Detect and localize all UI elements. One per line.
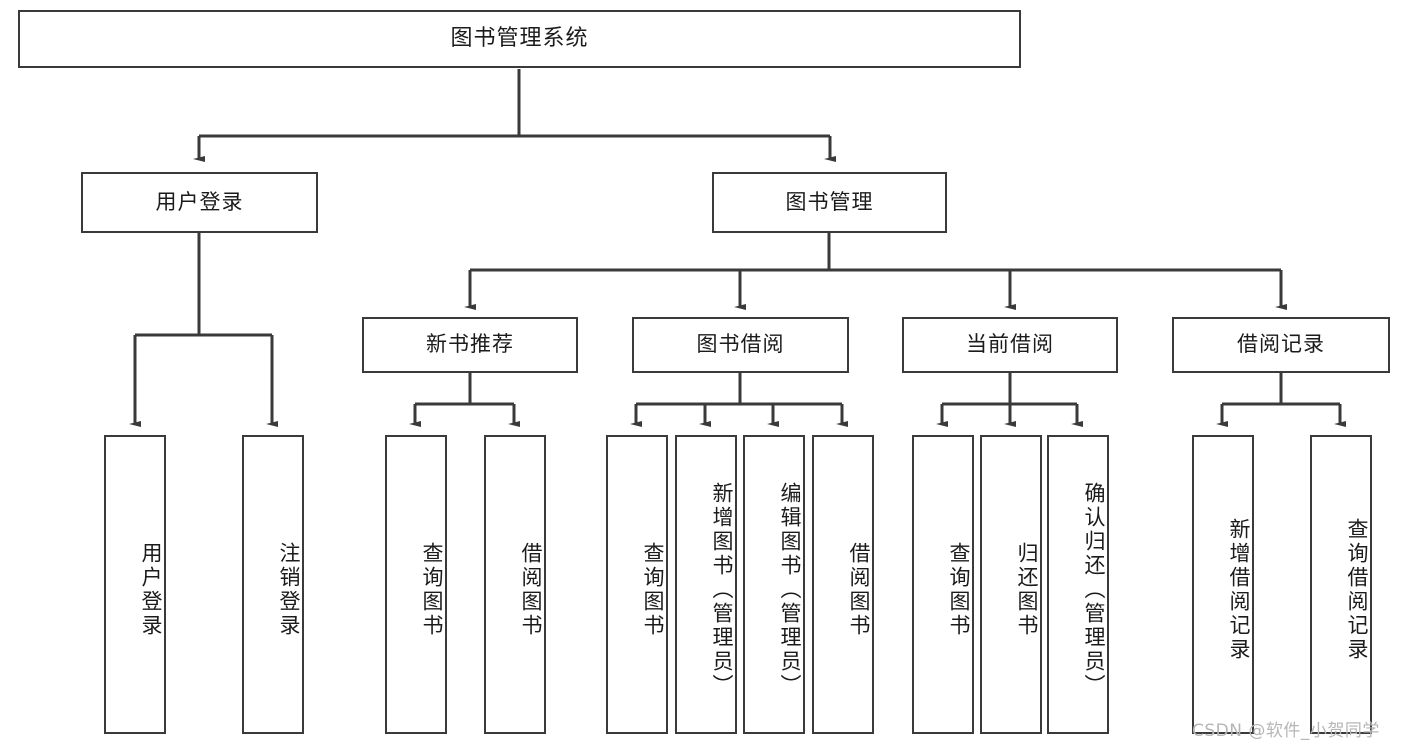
- leaf-add-borrow-record-label: 新增借阅记录: [1227, 517, 1251, 662]
- leaf-query-borrow-record-label: 查询借阅记录: [1345, 517, 1369, 662]
- node-book-manage-label: 图书管理: [785, 189, 874, 214]
- leaf-logout[interactable]: 注销登录: [242, 435, 304, 734]
- leaf-query-book-borrow[interactable]: 查询图书: [606, 435, 668, 734]
- node-borrow-record-label: 借阅记录: [1237, 332, 1325, 357]
- node-book-manage[interactable]: 图书管理: [712, 172, 947, 233]
- leaf-borrow-book-borrow-label: 借阅图书: [847, 541, 871, 638]
- leaf-edit-book-admin-label: 编辑图书（管理员）: [778, 481, 802, 698]
- node-root[interactable]: 图书管理系统: [18, 10, 1021, 68]
- leaf-query-book-recommend[interactable]: 查询图书: [385, 435, 447, 734]
- leaf-query-book-current[interactable]: 查询图书: [912, 435, 974, 734]
- leaf-confirm-return-admin-label: 确认归还（管理员）: [1082, 481, 1106, 698]
- leaf-borrow-book-recommend[interactable]: 借阅图书: [484, 435, 546, 734]
- leaf-query-borrow-record[interactable]: 查询借阅记录: [1310, 435, 1372, 734]
- node-book-borrow-label: 图书借阅: [696, 332, 785, 357]
- leaf-edit-book-admin[interactable]: 编辑图书（管理员）: [743, 435, 805, 734]
- csdn-watermark: CSDN @软件_小贺同学: [1192, 721, 1380, 741]
- leaf-user-login-label: 用户登录: [139, 541, 163, 638]
- leaf-query-book-recommend-label: 查询图书: [420, 541, 444, 638]
- node-new-book-recommend-label: 新书推荐: [426, 332, 514, 357]
- leaf-borrow-book-borrow[interactable]: 借阅图书: [812, 435, 874, 734]
- leaf-add-book-admin[interactable]: 新增图书（管理员）: [675, 435, 737, 734]
- leaf-user-login[interactable]: 用户登录: [104, 435, 166, 734]
- node-user-login[interactable]: 用户登录: [81, 172, 318, 233]
- leaf-query-book-borrow-label: 查询图书: [641, 541, 665, 638]
- leaf-borrow-book-recommend-label: 借阅图书: [519, 541, 543, 638]
- leaf-return-book-label: 归还图书: [1015, 541, 1039, 638]
- node-book-borrow[interactable]: 图书借阅: [632, 317, 849, 373]
- node-root-label: 图书管理系统: [450, 25, 589, 51]
- leaf-confirm-return-admin[interactable]: 确认归还（管理员）: [1047, 435, 1109, 734]
- node-borrow-record[interactable]: 借阅记录: [1172, 317, 1390, 373]
- node-current-borrow-label: 当前借阅: [966, 332, 1054, 357]
- leaf-logout-label: 注销登录: [277, 541, 301, 638]
- leaf-query-book-current-label: 查询图书: [947, 541, 971, 638]
- leaf-return-book[interactable]: 归还图书: [980, 435, 1042, 734]
- leaf-add-borrow-record[interactable]: 新增借阅记录: [1192, 435, 1254, 734]
- node-user-login-label: 用户登录: [155, 189, 244, 214]
- node-current-borrow[interactable]: 当前借阅: [902, 317, 1118, 373]
- node-new-book-recommend[interactable]: 新书推荐: [362, 317, 578, 373]
- leaf-add-book-admin-label: 新增图书（管理员）: [710, 481, 734, 698]
